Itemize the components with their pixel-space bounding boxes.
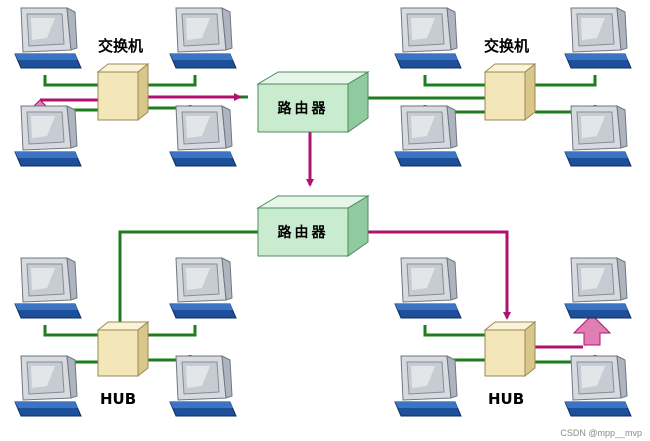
hub-box-left [96, 320, 150, 378]
computer-icon [564, 257, 632, 319]
hub-box-right [483, 320, 537, 378]
switch-box-left [96, 62, 150, 122]
computer-icon [169, 355, 237, 417]
data-path [40, 93, 583, 349]
computer-icon [394, 355, 462, 417]
computer-icon [14, 7, 82, 69]
computer-icon [169, 7, 237, 69]
hub-label: HUB [100, 390, 137, 408]
switch-label: 交换机 [98, 37, 144, 55]
router-label: 路由器 [278, 224, 329, 241]
computer-icon [14, 355, 82, 417]
computer-icon [394, 257, 462, 319]
switch-label: 交换机 [484, 37, 530, 55]
computer-icon [169, 257, 237, 319]
receive-arrow-icon [572, 314, 612, 346]
router-bottom: 路由器 [256, 195, 370, 257]
watermark: CSDN @mpp__mvp [560, 428, 642, 438]
computer-icon [394, 105, 462, 167]
router-label: 路由器 [278, 100, 329, 117]
computer-icon [14, 257, 82, 319]
computer-icon [169, 105, 237, 167]
computer-icon [564, 355, 632, 417]
switch-box-right [483, 62, 537, 122]
computer-icon [394, 7, 462, 69]
hub-label: HUB [488, 390, 525, 408]
computer-icon [14, 105, 82, 167]
computer-icon [564, 105, 632, 167]
computer-icon [564, 7, 632, 69]
router-top: 路由器 [256, 71, 370, 133]
